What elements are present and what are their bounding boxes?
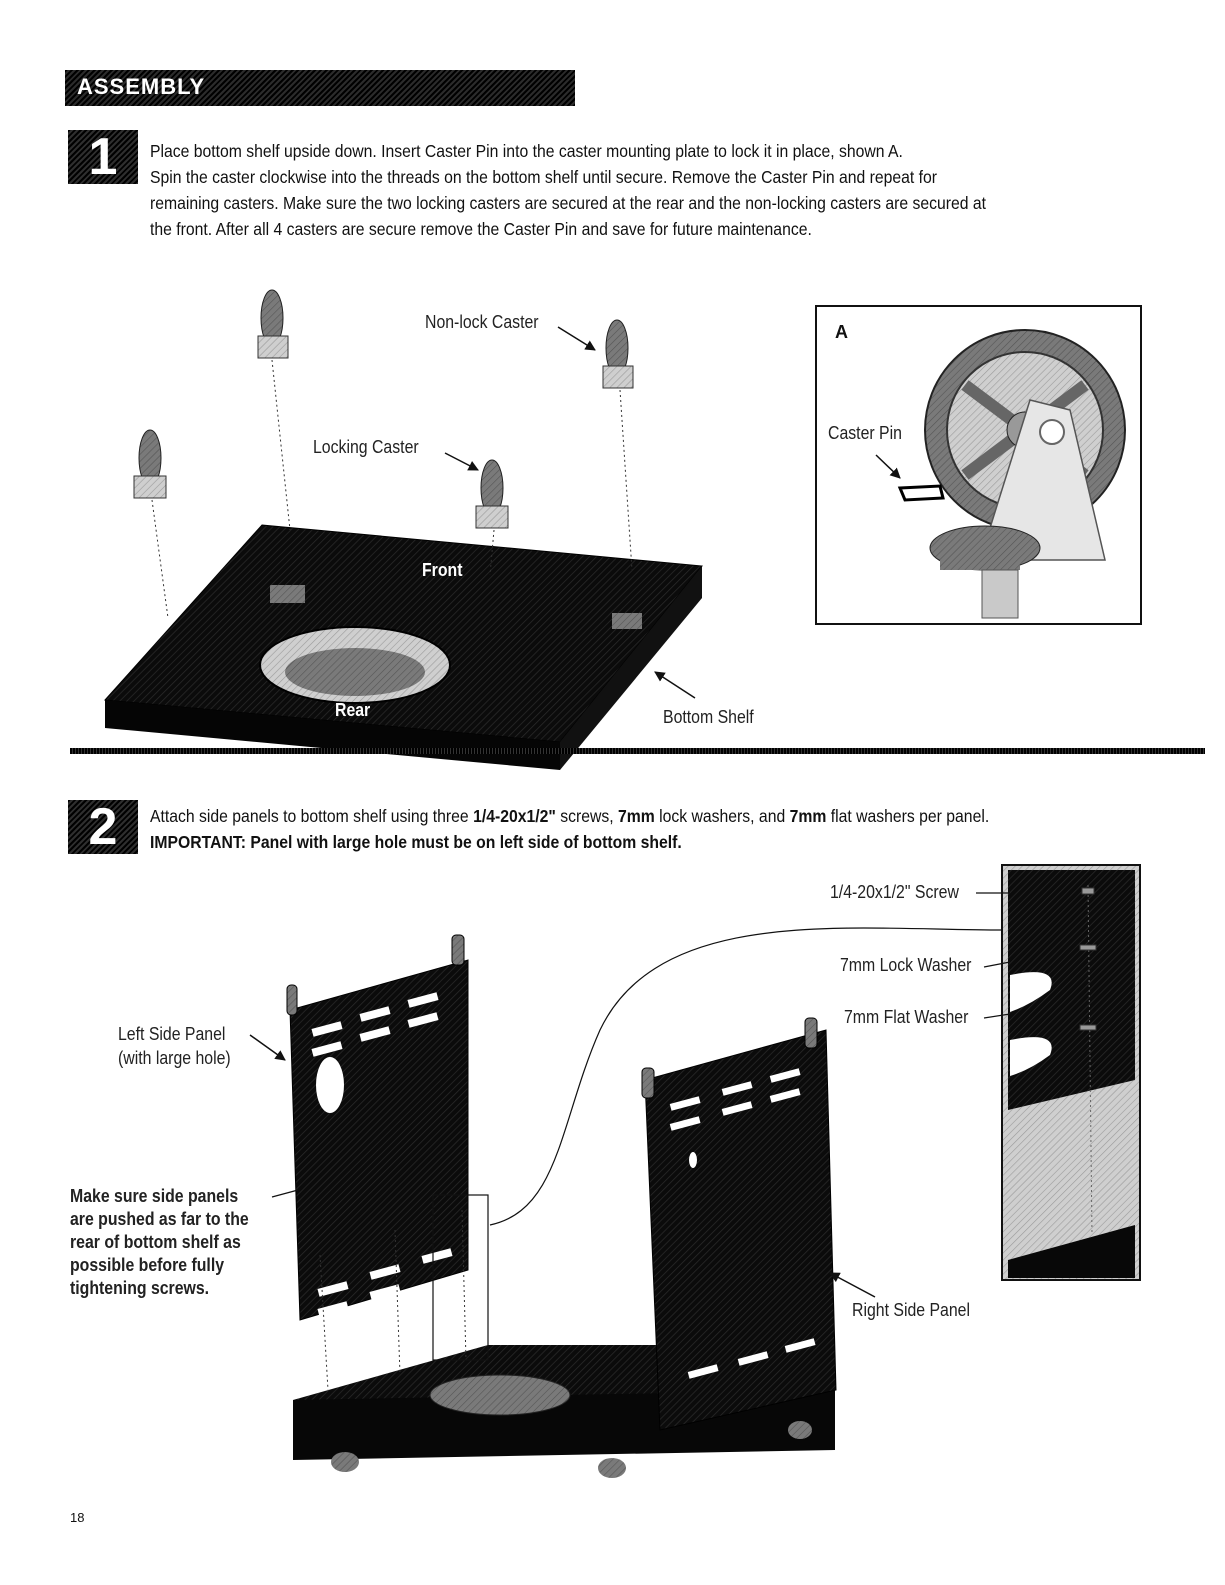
step-1-line: Spin the caster clockwise into the threa… [150,167,938,187]
non-lock-caster-label: Non-lock Caster [425,312,539,332]
step-2-instructions: Attach side panels to bottom shelf using… [150,803,1212,855]
caster-icon [475,459,509,529]
rear-label: Rear [335,700,371,720]
step-2-important-note: IMPORTANT: Panel with large hole must be… [150,832,682,852]
step-2-line-1: Attach side panels to bottom shelf using… [150,806,990,826]
step-1-line: Place bottom shelf upside down. Insert C… [150,141,903,161]
section-header-bar: ASSEMBLY [65,70,575,106]
side-panel-note: Make sure side panels are pushed as far … [70,1186,249,1298]
inset-a-letter: A [835,322,848,342]
lock-washer-label: 7mm Lock Washer [840,955,972,975]
right-side-panel-label: Right Side Panel [852,1300,971,1320]
flat-washer-label: 7mm Flat Washer [844,1007,969,1027]
caster-icon [133,429,167,499]
caster-icon [257,289,289,359]
step-1-line: remaining casters. Make sure the two loc… [150,193,987,213]
right-side-panel-drawing [641,1017,837,1431]
locking-caster-label: Locking Caster [313,437,419,457]
front-label: Front [422,560,463,580]
step-1-badge: 1 [68,130,138,184]
screw-label: 1/4-20x1/2" Screw [830,882,959,902]
left-side-panel-label: Left Side Panel (with large hole) [118,1024,231,1068]
caster-wheel-drawing [897,329,1126,619]
left-side-panel-drawing [286,934,469,1321]
step-1-instructions: Place bottom shelf upside down. Insert C… [150,138,1212,242]
caster-pin-label: Caster Pin [828,423,902,443]
caster-icon [602,319,634,389]
step-1-line: the front. After all 4 casters are secur… [150,219,812,239]
bottom-shelf-drawing [103,524,703,770]
bottom-shelf-label: Bottom Shelf [663,707,754,727]
section-title: ASSEMBLY [77,74,206,99]
section-divider [70,748,1205,754]
page-number: 18 [70,1510,85,1525]
step-2-badge: 2 [68,800,138,854]
